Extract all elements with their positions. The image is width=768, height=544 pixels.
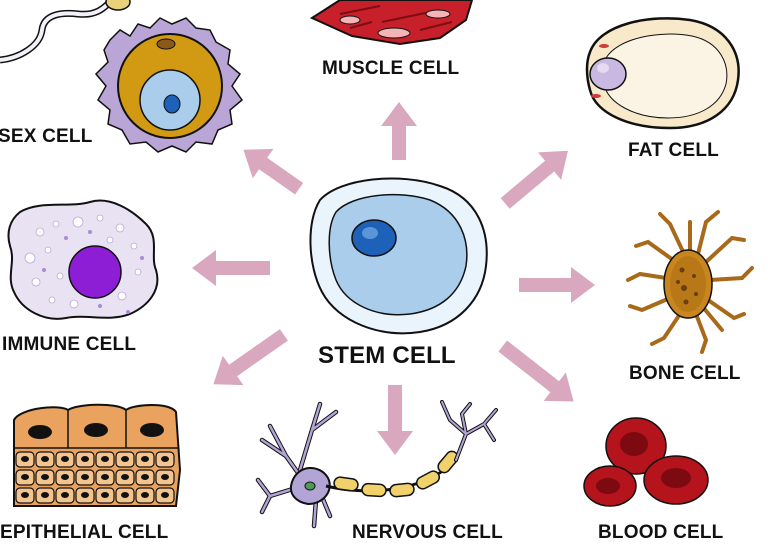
arrow-to-muscle-cell — [381, 102, 417, 160]
stem-cell-label: STEM CELL — [318, 342, 456, 369]
blood-cell-icon — [583, 417, 709, 507]
arrow-to-nervous-cell — [377, 385, 413, 455]
muscle-cell-icon — [309, 0, 474, 46]
arrow-to-immune-cell — [192, 250, 270, 286]
bone-cell-icon — [626, 210, 754, 354]
epithelial-cell-icon — [13, 403, 182, 507]
fat-cell-label: FAT CELL — [628, 140, 719, 161]
sex-cell-icon — [0, 0, 244, 153]
bone-cell-label: BONE CELL — [629, 363, 741, 384]
nervous-cell-label: NERVOUS CELL — [352, 522, 503, 543]
muscle-cell-label: MUSCLE CELL — [322, 58, 460, 79]
immune-cell-label: IMMUNE CELL — [2, 334, 137, 355]
sex-cell-label: SEX CELL — [0, 126, 93, 147]
immune-cell-icon — [7, 199, 159, 320]
arrow-to-sex-cell — [243, 148, 304, 195]
blood-cell-label: BLOOD CELL — [598, 522, 724, 543]
epithelial-cell-label: EPITHELIAL CELL — [0, 522, 169, 543]
arrow-to-fat-cell — [500, 150, 568, 209]
arrows — [192, 102, 595, 455]
stem-cell-icon — [309, 177, 488, 335]
arrow-to-bone-cell — [519, 267, 595, 303]
arrow-to-blood-cell — [498, 340, 574, 402]
arrow-to-epithelial-cell — [213, 329, 288, 386]
fat-cell-icon — [585, 17, 740, 130]
nervous-cell-icon — [255, 400, 498, 529]
